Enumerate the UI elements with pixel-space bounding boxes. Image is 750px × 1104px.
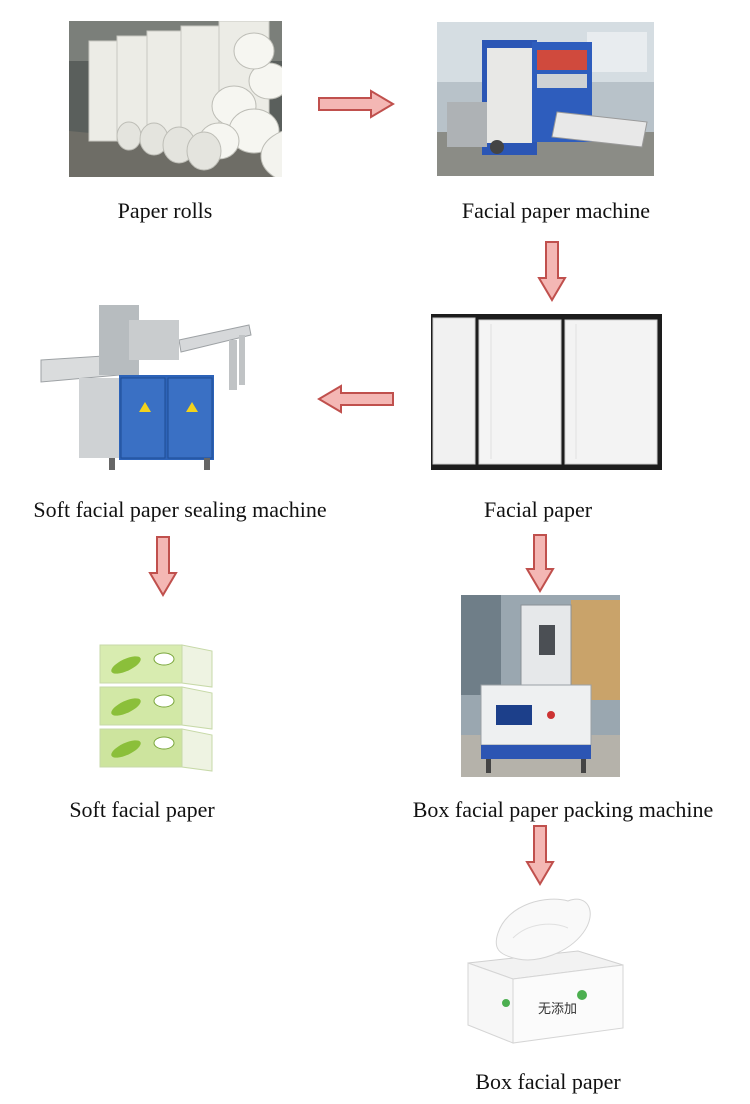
soft-facial-paper-image [96, 637, 218, 775]
paper-rolls-label: Paper rolls [117, 198, 213, 223]
facial-paper-machine-label: Facial paper machine [461, 198, 651, 223]
arrow-down-4 [525, 824, 555, 886]
arrow-down-3 [525, 533, 555, 593]
arrow-left-1 [317, 384, 395, 414]
soft-facial-paper-label: Soft facial paper [69, 797, 215, 822]
facial-paper-image [431, 314, 662, 470]
arrow-down-2 [148, 535, 178, 597]
arrow-down-1 [537, 240, 567, 302]
sealing-machine-label: Soft facial paper sealing machine [33, 497, 327, 522]
facial-paper-label: Facial paper [483, 497, 593, 522]
paper-rolls-image [69, 21, 282, 177]
packing-machine-label: Box facial paper packing machine [412, 797, 714, 822]
svg-text:无添加: 无添加 [538, 1002, 577, 1017]
facial-paper-machine-image [437, 22, 654, 176]
sealing-machine-image [39, 300, 253, 472]
box-facial-paper-image: 无添加 [458, 893, 630, 1058]
arrow-right-1 [317, 89, 395, 119]
packing-machine-image [461, 595, 620, 777]
box-facial-paper-label: Box facial paper [475, 1069, 621, 1094]
